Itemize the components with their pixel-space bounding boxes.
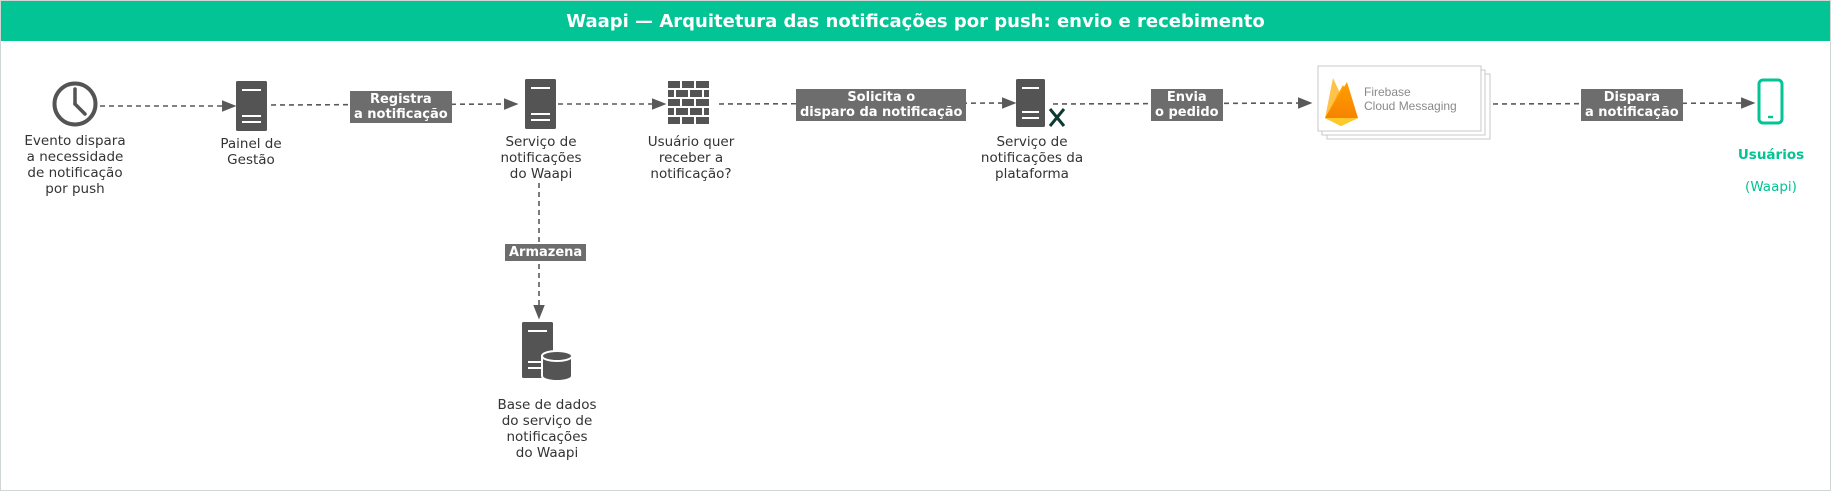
panel-label: Painel de Gestão <box>220 136 282 168</box>
firewall-label: Usuário quer receber a notificação? <box>647 134 735 182</box>
users-label-title: Usuários <box>1737 147 1805 163</box>
server-icon <box>525 79 556 129</box>
users-label: Usuários (Waapi) <box>1721 131 1821 211</box>
edge-label-envia: Envia o pedido <box>1151 89 1223 121</box>
fcm-label-line2: Cloud Messaging <box>1364 99 1457 113</box>
server-x-icon <box>1016 79 1066 127</box>
server-icon <box>236 81 267 131</box>
firebase-card <box>1317 65 1491 140</box>
firewall-icon <box>668 81 709 124</box>
fcm-label: Firebase Cloud Messaging <box>1364 85 1457 113</box>
platform-service-label: Serviço de notificações da plataforma <box>980 134 1084 182</box>
fcm-label-line1: Firebase <box>1364 85 1411 99</box>
edge-label-registra: Registra a notificação <box>350 91 452 123</box>
title-bar: Waapi — Arquitetura das notificações por… <box>1 1 1830 41</box>
clock-icon <box>52 81 98 127</box>
event-label: Evento dispara a necessidade de notifica… <box>24 133 126 197</box>
waapi-service-label: Serviço de notificações do Waapi <box>500 134 582 182</box>
page-title: Waapi — Arquitetura das notificações por… <box>566 10 1265 32</box>
users-label-sub: (Waapi) <box>1745 179 1797 195</box>
edge-label-dispara: Dispara a notificação <box>1581 89 1683 121</box>
edge-label-armazena: Armazena <box>505 244 587 261</box>
database-label: Base de dados do serviço de notificações… <box>497 397 597 461</box>
firebase-icon <box>1325 78 1358 126</box>
database-server-icon <box>522 322 573 382</box>
smartphone-icon <box>1757 78 1784 125</box>
connectors <box>100 97 1756 320</box>
edge-label-solicita: Solicita o disparo da notificação <box>796 89 967 121</box>
